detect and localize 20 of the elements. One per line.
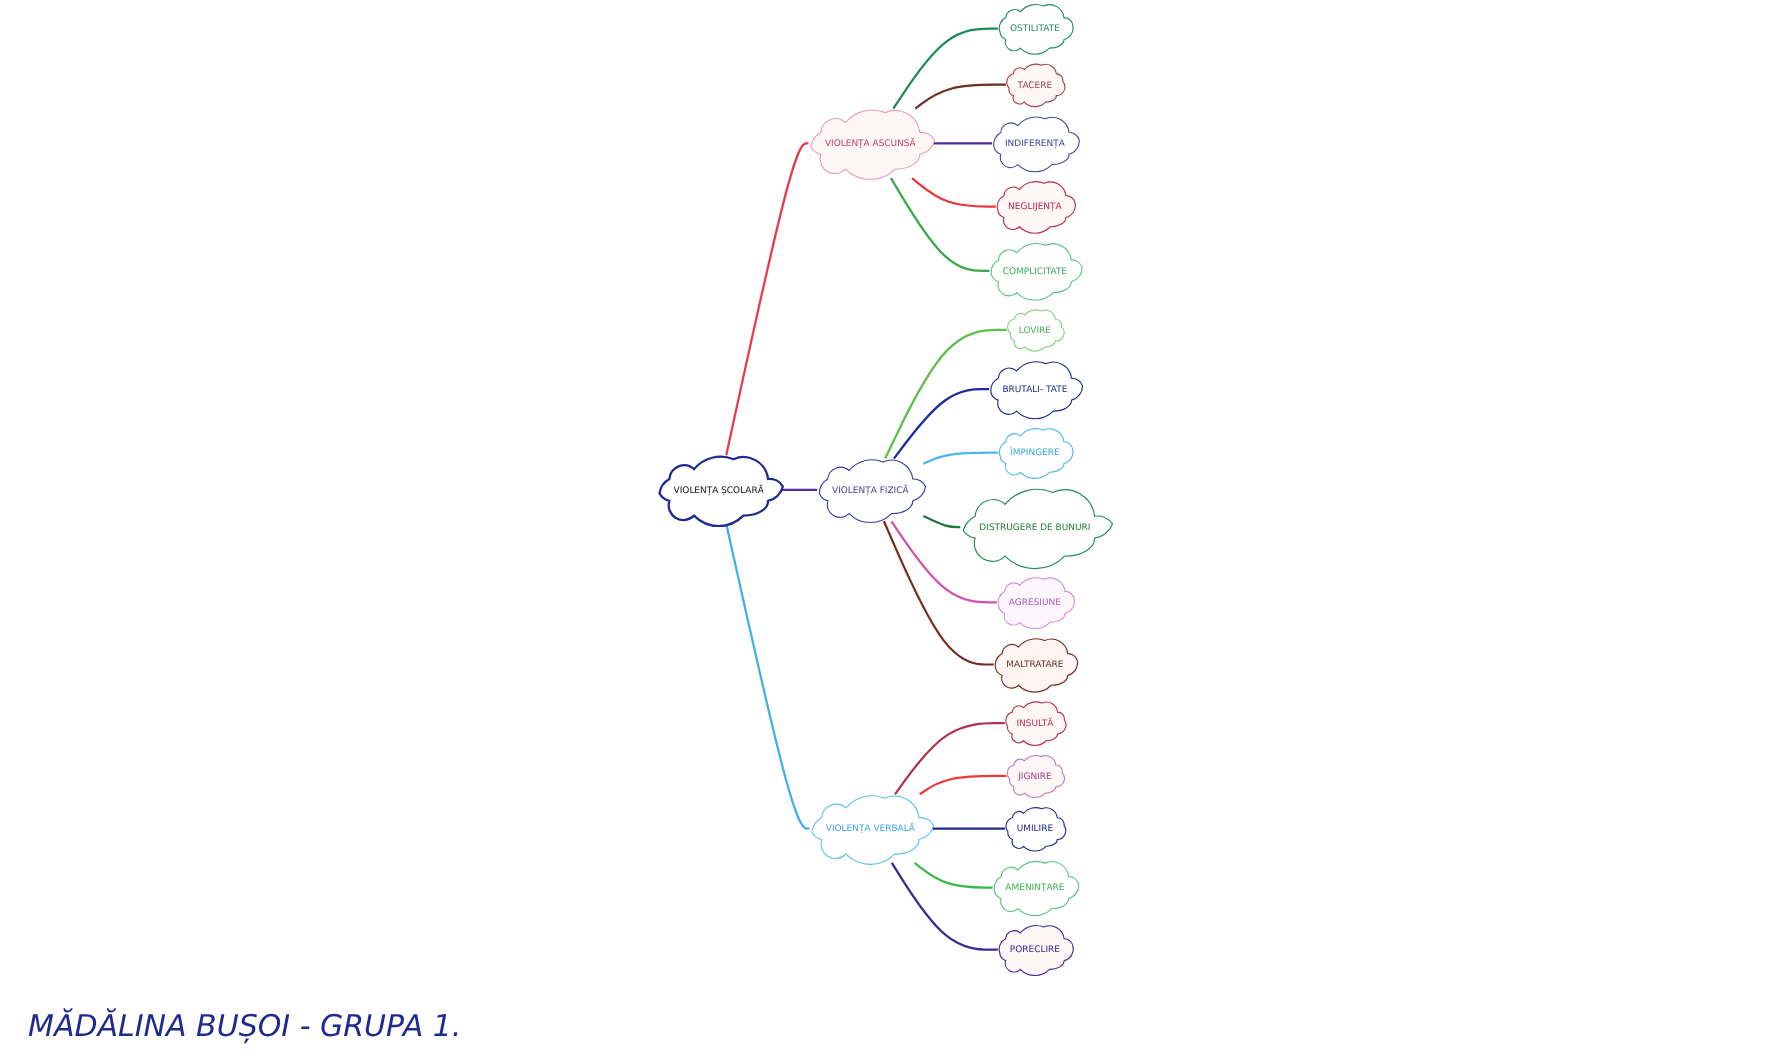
connector	[884, 328, 1007, 460]
connector	[780, 488, 818, 492]
connector	[932, 142, 993, 145]
connector	[890, 520, 997, 604]
connector	[882, 520, 994, 666]
author-note: MĂDĂLINA BUȘOI - GRUPA 1.	[28, 1008, 462, 1044]
connector	[725, 524, 810, 830]
connector	[890, 862, 998, 951]
connector	[931, 827, 1006, 830]
connector	[892, 27, 998, 110]
connector	[914, 83, 1006, 110]
connector	[922, 514, 961, 529]
connector	[894, 721, 1005, 795]
connector	[919, 774, 1007, 796]
connector	[725, 142, 809, 456]
connector	[913, 862, 993, 889]
connector	[911, 177, 996, 208]
connector	[890, 177, 990, 272]
connector	[922, 451, 999, 465]
connector	[893, 388, 990, 460]
